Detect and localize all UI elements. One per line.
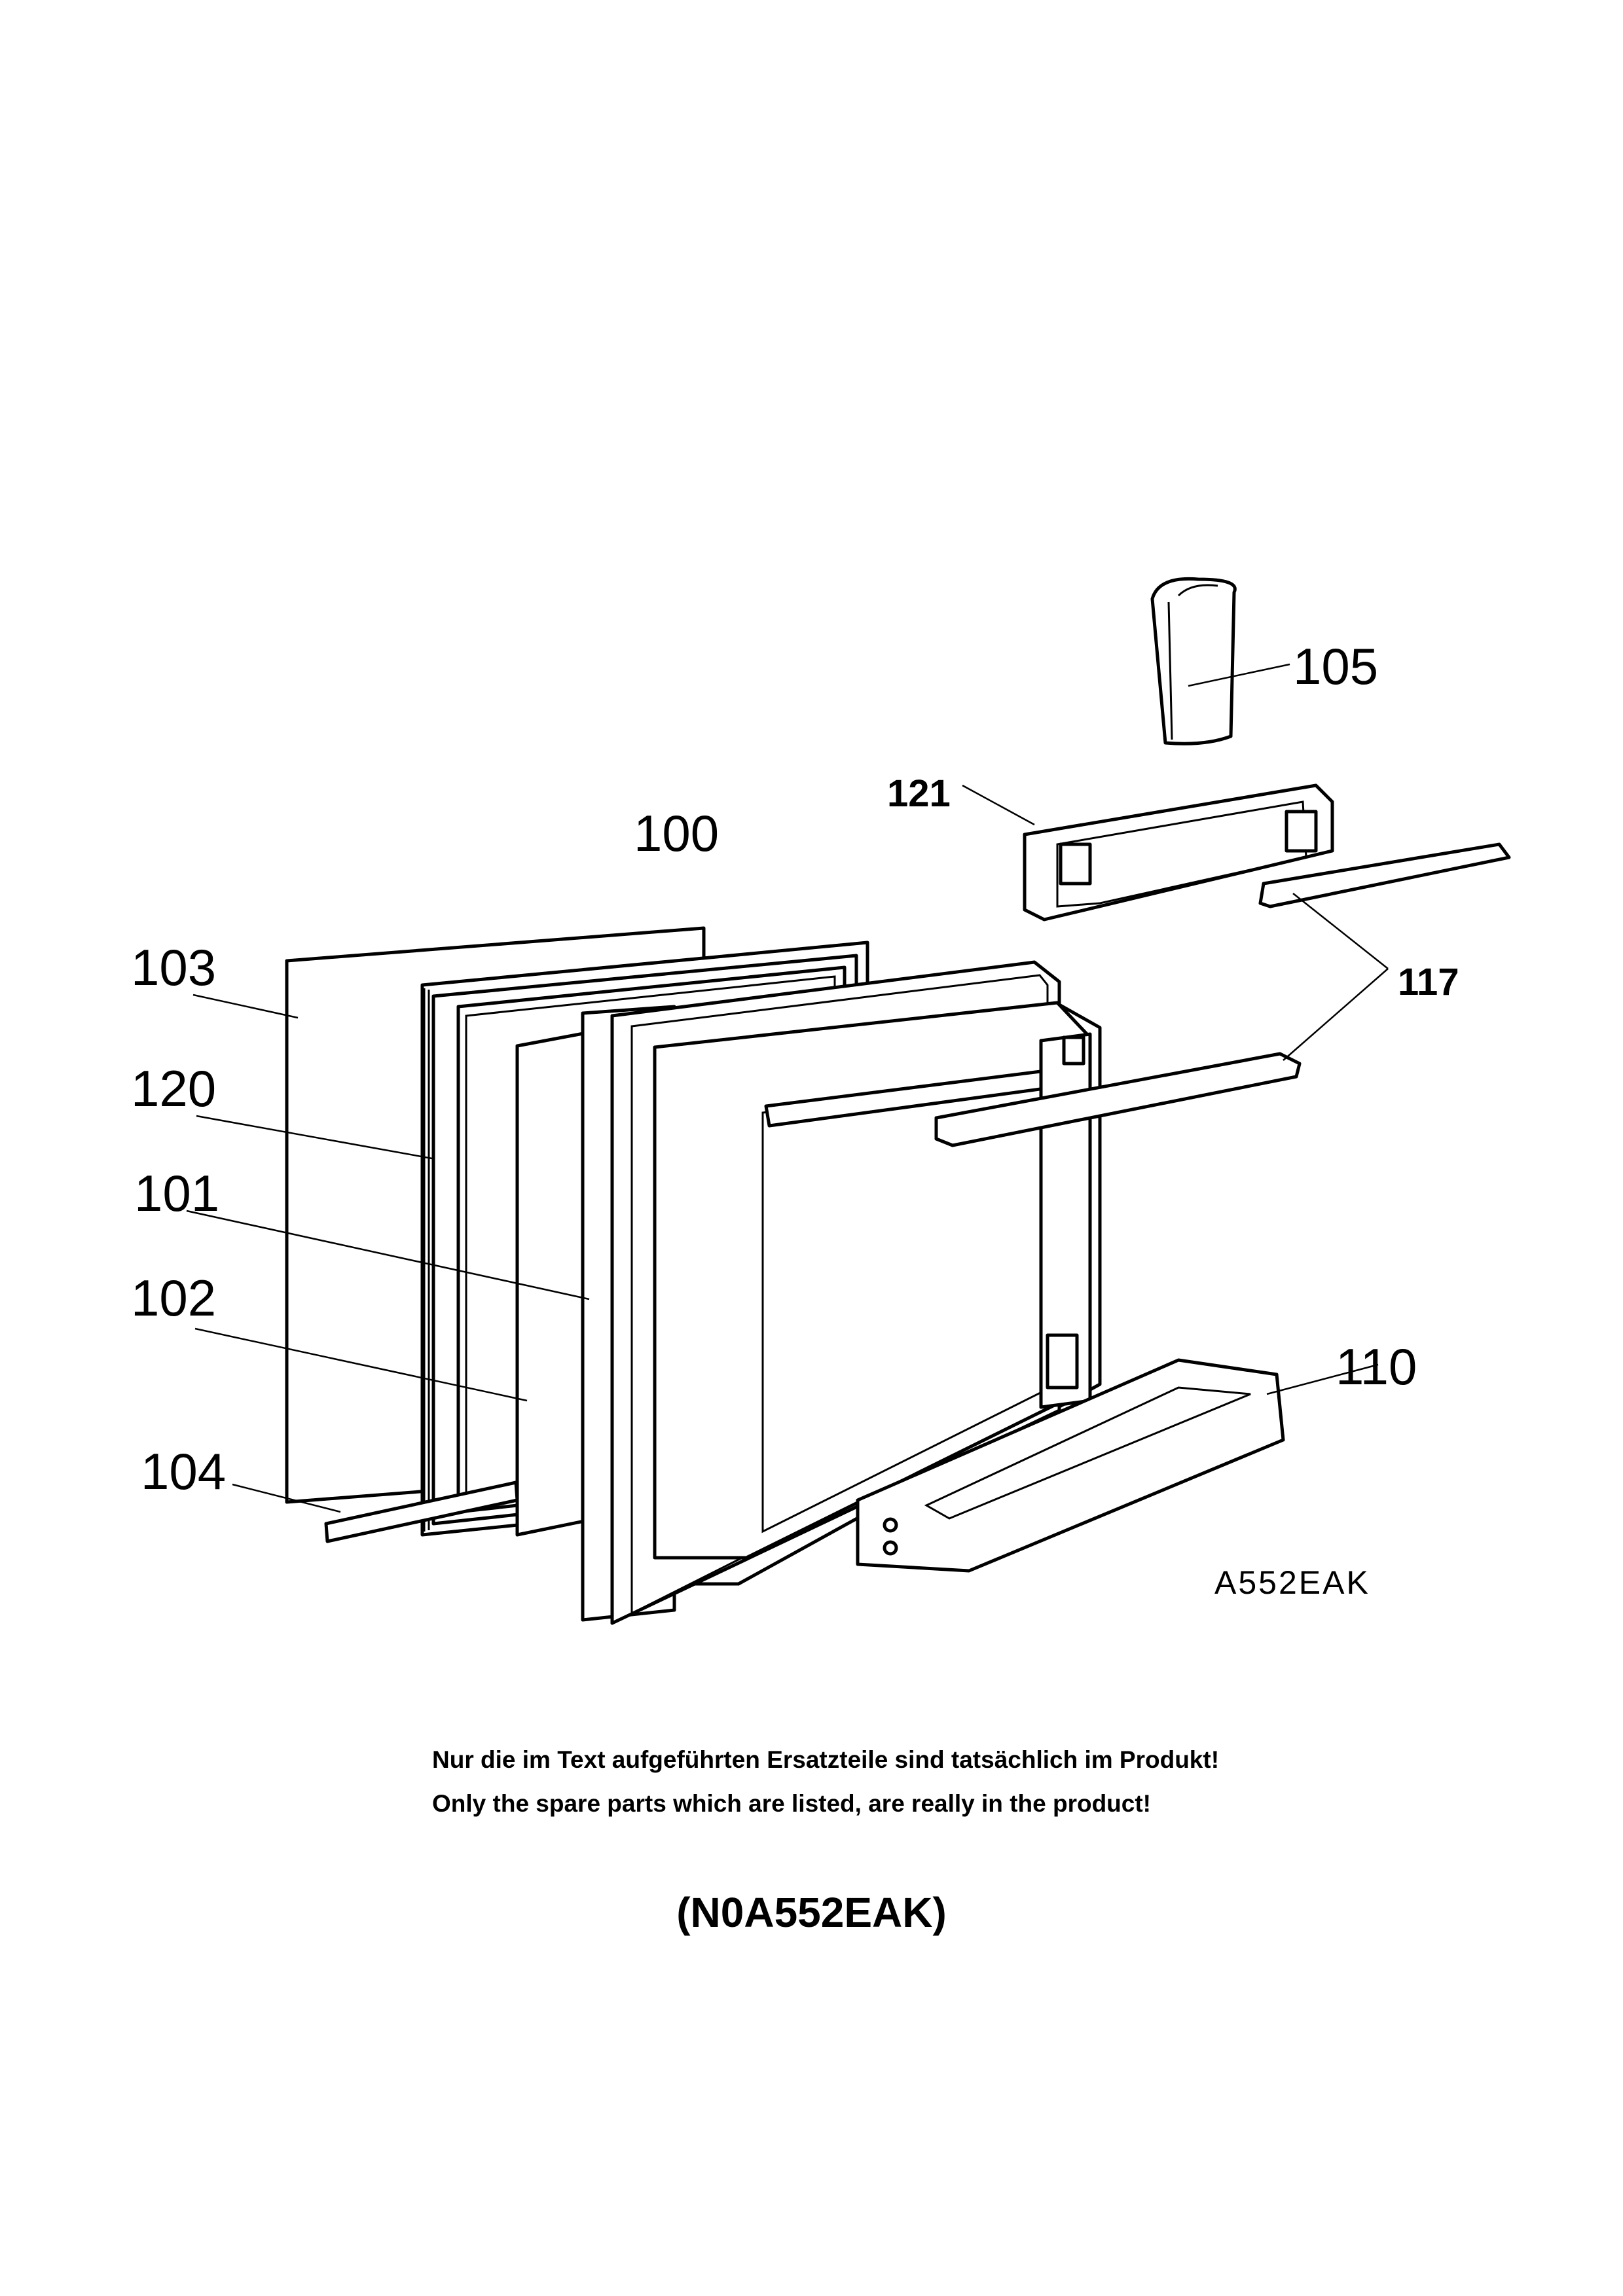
part-121-upper-shelf xyxy=(1023,783,1334,922)
callout-117: 117 xyxy=(1398,961,1459,1003)
callout-100: 100 xyxy=(634,804,719,862)
part-110-bottom-shelf xyxy=(856,1358,1285,1573)
part-117-shelf-bars xyxy=(934,842,1511,1147)
model-code: (N0A552EAK) xyxy=(676,1889,947,1936)
callout-104: 104 xyxy=(141,1443,226,1500)
callout-120: 120 xyxy=(131,1060,216,1117)
leader-lines xyxy=(186,663,1389,1513)
callout-103: 103 xyxy=(131,939,216,996)
callout-105: 105 xyxy=(1293,637,1378,695)
callout-110: 110 xyxy=(1336,1338,1417,1395)
callout-102: 102 xyxy=(131,1269,216,1327)
callout-101: 101 xyxy=(134,1164,219,1222)
callout-121: 121 xyxy=(887,772,951,815)
part-105-bottle-holder xyxy=(1150,577,1237,745)
notice-english: Only the spare parts which are listed, a… xyxy=(432,1790,1151,1817)
drawing-code: A552EAK xyxy=(1214,1564,1370,1601)
notice-german: Nur die im Text aufgeführten Ersatzteile… xyxy=(432,1746,1220,1773)
